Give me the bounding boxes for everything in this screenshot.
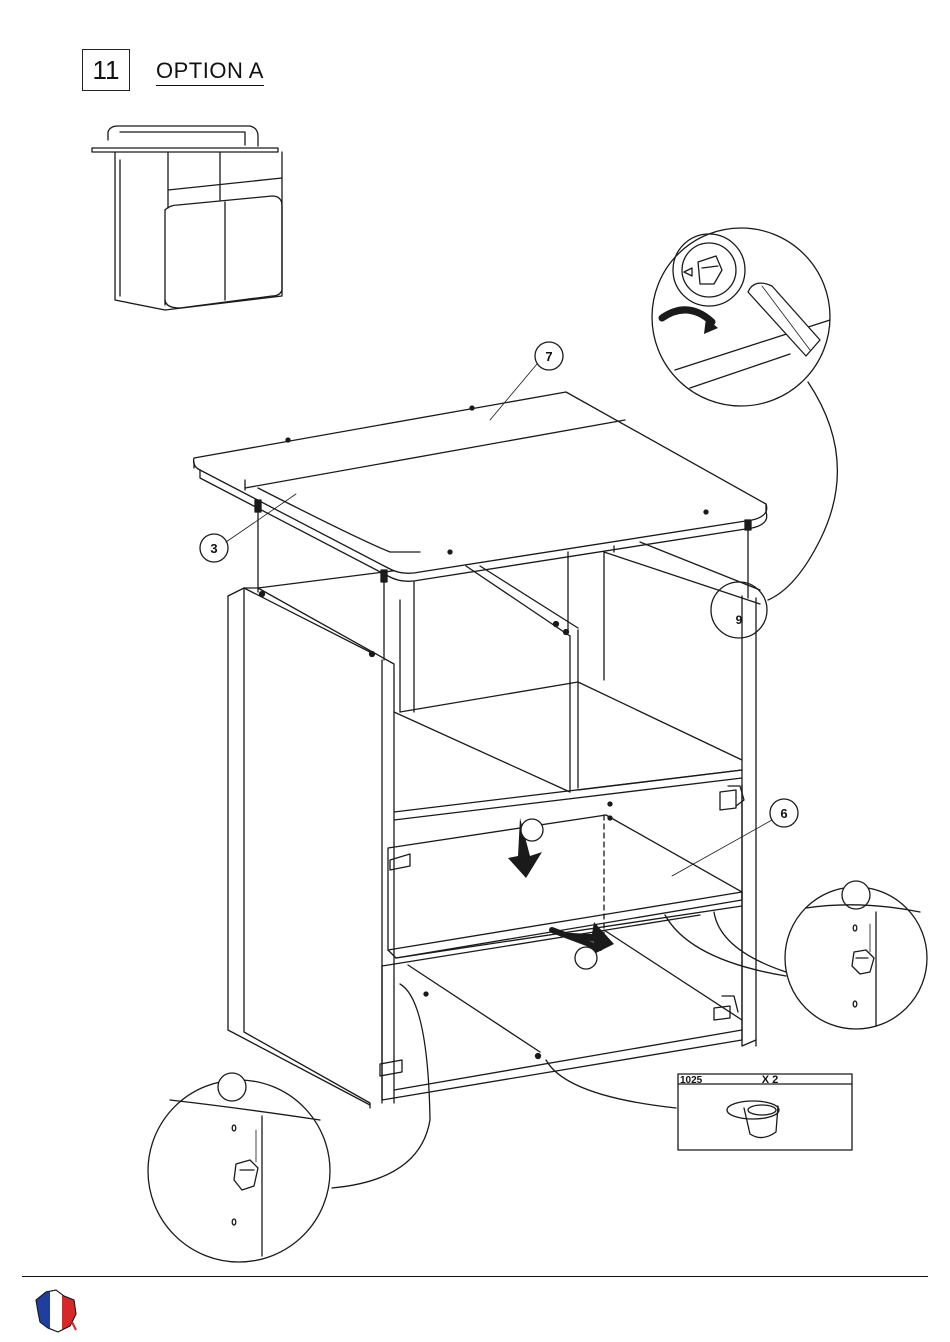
top-panel xyxy=(194,392,767,581)
shelf-pin-detail-left xyxy=(148,984,430,1262)
part-code: 1025 xyxy=(680,1075,703,1086)
france-map-flag-icon xyxy=(36,1290,76,1332)
part-quantity: X 2 xyxy=(762,1074,779,1086)
cabinet-body xyxy=(228,542,760,1108)
shelf-pin-detail-right xyxy=(665,881,927,1029)
insertion-arrows xyxy=(508,818,614,969)
callout-label-3: 3 xyxy=(210,541,217,556)
parts-box xyxy=(546,1060,852,1150)
cam-detail-magnifier xyxy=(652,228,837,638)
finished-unit-thumbnail xyxy=(92,126,282,310)
callout-label-7: 7 xyxy=(545,349,552,364)
callout-label-9: 9 xyxy=(736,613,743,627)
callout-label-6: 6 xyxy=(780,806,787,821)
callout-6 xyxy=(672,799,798,876)
footer-divider xyxy=(22,1276,928,1277)
